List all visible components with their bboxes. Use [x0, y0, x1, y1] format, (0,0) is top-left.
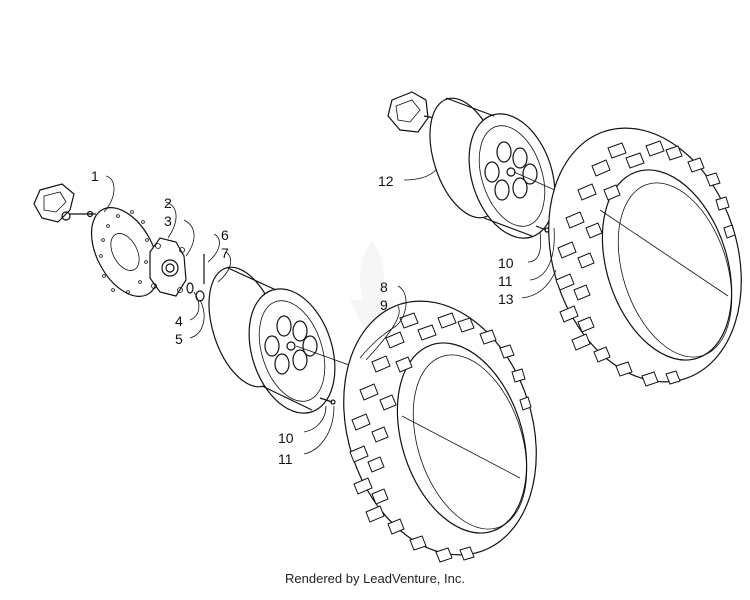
brake-disc — [90, 207, 160, 297]
callout-2: 2 — [164, 195, 172, 211]
callout-10-right: 10 — [498, 255, 514, 271]
footer-credit: Rendered by LeadVenture, Inc. — [285, 571, 465, 586]
tire-left — [343, 300, 537, 563]
disc-bolt — [86, 210, 96, 218]
callout-9: 9 — [380, 297, 388, 313]
wheel-rim-right — [429, 97, 601, 239]
leader-lines — [103, 169, 557, 455]
callout-labels: 1 2 3 4 5 6 7 8 9 10 11 12 10 11 13 — [91, 168, 514, 467]
callout-8: 8 — [380, 279, 388, 295]
callout-7: 7 — [221, 245, 229, 261]
callout-3: 3 — [164, 213, 172, 229]
callout-10-left: 10 — [278, 430, 294, 446]
wheel-rim-left — [208, 266, 353, 414]
steering-knuckle-left — [33, 183, 92, 223]
callout-11-right: 11 — [498, 273, 513, 289]
callout-6: 6 — [221, 227, 229, 243]
callout-5: 5 — [175, 331, 183, 347]
steering-knuckle-right — [387, 91, 447, 133]
hub-washer — [186, 282, 194, 294]
callout-12: 12 — [378, 173, 394, 189]
tire-right — [548, 127, 742, 387]
callout-4: 4 — [175, 313, 183, 329]
callout-11-left: 11 — [278, 451, 293, 467]
callout-13: 13 — [498, 291, 514, 307]
callout-1: 1 — [91, 168, 99, 184]
wheel-hub — [149, 237, 187, 297]
hub-nut — [195, 290, 205, 302]
valve-stem-left — [319, 397, 336, 405]
